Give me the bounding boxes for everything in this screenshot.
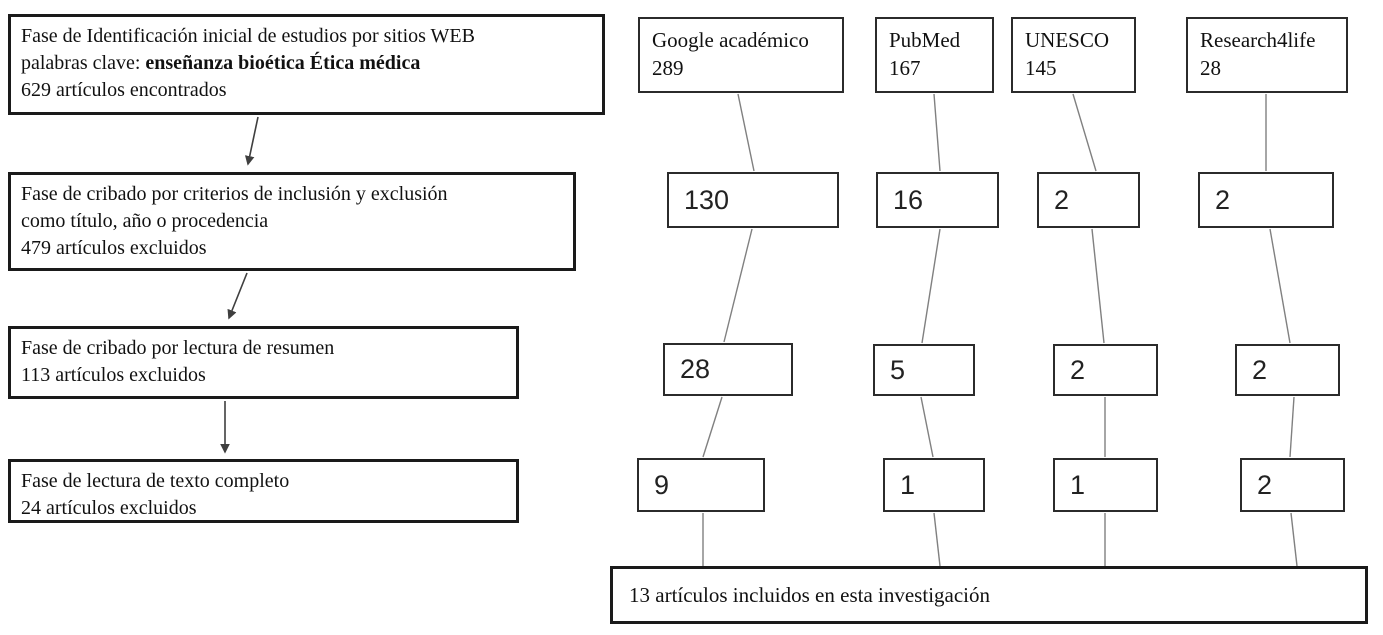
screening-line1: Fase de cribado por criterios de inclusi… [21, 183, 448, 205]
source-initial-research4life: 28 [1200, 55, 1221, 80]
source-header-research4life: Research4life 28 [1186, 17, 1348, 93]
abstract-line1: Fase de cribado por lectura de resumen [21, 337, 335, 359]
count-box-research4life-stage2: 2 [1198, 172, 1334, 228]
count-box-research4life-stage3: 2 [1235, 344, 1340, 396]
source-initial-pubmed: 167 [889, 55, 921, 80]
arrow-screening-to-abstract [227, 272, 248, 320]
screening-count: 479 artículos excluidos [21, 236, 207, 259]
fulltext-line1: Fase de lectura de texto completo [21, 470, 290, 492]
included-result-box: 13 artículos incluidos en esta investiga… [610, 566, 1368, 624]
screening-line2: como título, año o procedencia [21, 209, 269, 232]
connector-google-3 [702, 396, 723, 458]
identification-line2: palabras clave: enseñanza bioética Ética… [21, 50, 592, 77]
connector-unesco-2 [1091, 228, 1105, 344]
connector-pubmed-4 [933, 512, 941, 567]
connector-r4l-4 [1290, 512, 1298, 567]
count-box-google-stage4: 9 [637, 458, 765, 512]
source-header-google: Google académico 289 [638, 17, 844, 93]
connector-r4l-3 [1289, 396, 1295, 458]
source-name-unesco: UNESCO [1025, 28, 1110, 52]
count-box-research4life-stage4: 2 [1240, 458, 1345, 512]
connector-pubmed-1 [933, 93, 941, 172]
fulltext-count: 24 artículos excluidos [21, 496, 197, 519]
identification-count: 629 artículos encontrados [21, 78, 227, 101]
count-box-google-stage3: 28 [663, 343, 793, 396]
identification-phase-box: Fase de Identificación inicial de estudi… [8, 14, 605, 115]
count-box-unesco-stage3: 2 [1053, 344, 1158, 396]
connector-google-2 [723, 228, 753, 343]
count-box-pubmed-stage2: 16 [876, 172, 999, 228]
source-name-google: Google académico [652, 28, 809, 52]
keywords-bold: enseñanza bioética Ética médica [145, 51, 421, 74]
connector-google-1 [737, 93, 755, 172]
count-box-pubmed-stage4: 1 [883, 458, 985, 512]
source-header-pubmed: PubMed 167 [875, 17, 994, 93]
connector-r4l-2 [1269, 228, 1291, 344]
connector-unesco-1 [1072, 93, 1097, 172]
keywords-prefix: palabras clave: [21, 51, 146, 74]
abstract-screening-phase-box: Fase de cribado por lectura de resumen 1… [8, 326, 519, 399]
count-box-unesco-stage4: 1 [1053, 458, 1158, 512]
source-initial-google: 289 [652, 55, 684, 80]
connector-pubmed-2 [921, 228, 941, 344]
source-name-pubmed: PubMed [889, 28, 961, 52]
screening-phase-box: Fase de cribado por criterios de inclusi… [8, 172, 576, 271]
count-box-google-stage2: 130 [667, 172, 839, 228]
source-initial-unesco: 145 [1025, 55, 1057, 80]
source-name-research4life: Research4life [1200, 28, 1316, 52]
abstract-count: 113 artículos excluidos [21, 363, 206, 386]
identification-line1: Fase de Identificación inicial de estudi… [21, 25, 475, 47]
count-box-pubmed-stage3: 5 [873, 344, 975, 396]
arrow-identification-to-screening [244, 116, 259, 166]
connector-pubmed-3 [920, 396, 934, 458]
included-result-text: 13 artículos incluidos en esta investiga… [629, 582, 990, 607]
count-box-unesco-stage2: 2 [1037, 172, 1140, 228]
source-header-unesco: UNESCO 145 [1011, 17, 1136, 93]
fulltext-phase-box: Fase de lectura de texto completo 24 art… [8, 459, 519, 523]
